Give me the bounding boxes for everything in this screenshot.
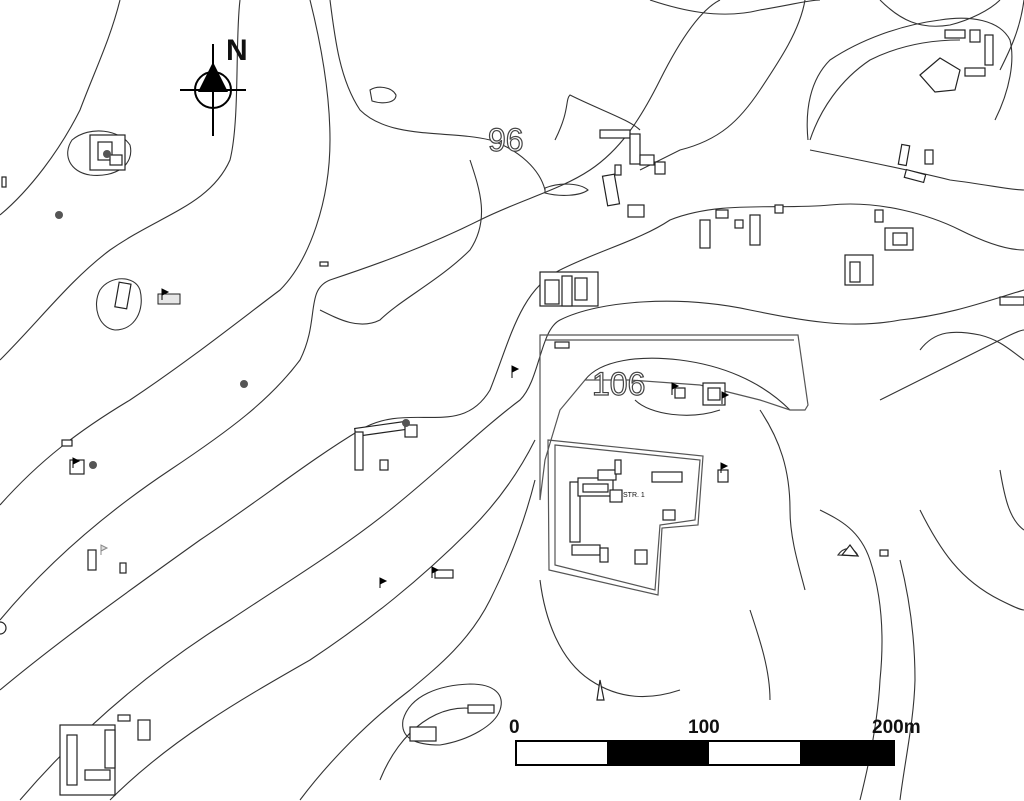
contour-label-96: 96 — [488, 122, 524, 158]
structure-label: STR. 1 — [623, 492, 645, 499]
north-arrow-icon: N — [180, 34, 248, 136]
scale-bar: 0 100 200m — [509, 717, 921, 766]
contour-islands — [67, 17, 1013, 746]
scale-label-200m: 200m — [872, 717, 921, 738]
north-label: N — [226, 34, 248, 67]
feature-dots — [55, 150, 410, 469]
acropolis-platform — [539, 334, 809, 596]
scale-label-100: 100 — [688, 717, 720, 738]
contour-label-106: 106 — [592, 366, 645, 402]
excavation-flags — [72, 288, 730, 588]
scale-label-0: 0 — [509, 717, 520, 738]
